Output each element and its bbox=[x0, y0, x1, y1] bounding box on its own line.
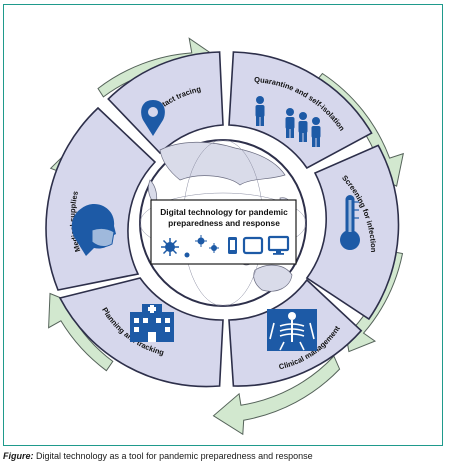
figure-frame bbox=[3, 4, 443, 446]
caption-prefix: Figure: bbox=[3, 451, 34, 461]
bacteria-icon bbox=[184, 235, 219, 258]
phone-icon bbox=[228, 237, 237, 254]
face-mask-icon bbox=[71, 204, 117, 256]
caption-text: Digital technology as a tool for pandemi… bbox=[33, 451, 313, 461]
figure-caption: Figure: Digital technology as a tool for… bbox=[3, 451, 447, 461]
thermometer-icon bbox=[340, 195, 360, 250]
monitor-icon bbox=[267, 235, 290, 255]
virus-icon bbox=[161, 238, 179, 256]
hospital-icon bbox=[130, 304, 174, 342]
center-box: Digital technology for pandemic prepared… bbox=[150, 199, 297, 265]
x-ray-icon bbox=[267, 309, 317, 351]
people-icon bbox=[255, 96, 321, 147]
location-pin-icon bbox=[141, 100, 165, 136]
segment-contact-tracing[interactable] bbox=[107, 51, 224, 155]
arrow-bottom bbox=[212, 355, 341, 436]
center-title-line2: preparedness and response bbox=[168, 218, 280, 228]
segment-medical-supplies[interactable] bbox=[45, 106, 157, 291]
segment-quarantine[interactable] bbox=[228, 51, 373, 170]
pandemic-technology-diagram: Contact tracing Quarantine and self-isol… bbox=[45, 37, 404, 436]
tablet-icon bbox=[242, 236, 264, 255]
center-title-line1: Digital technology for pandemic bbox=[160, 207, 288, 217]
